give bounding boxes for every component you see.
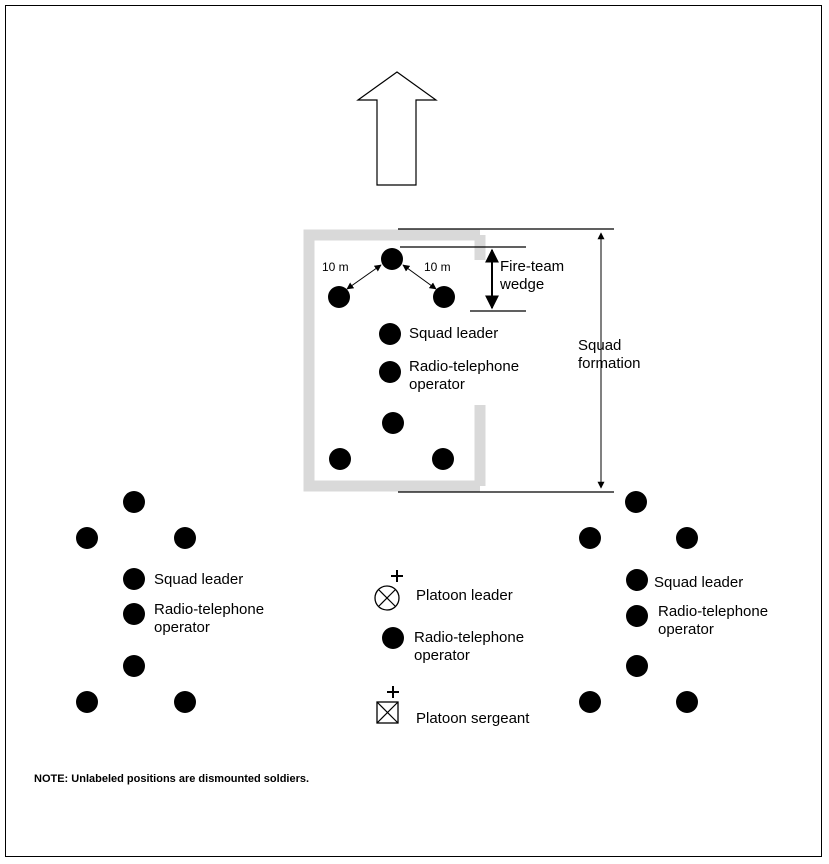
platoon-leader-icon (374, 570, 403, 611)
soldier (76, 527, 98, 549)
soldier (579, 527, 601, 549)
platoon-sergeant-label: Platoon sergeant (416, 710, 530, 727)
platoon-leader-label: Platoon leader (416, 587, 513, 604)
soldier (76, 691, 98, 713)
soldier (432, 448, 454, 470)
soldier (174, 527, 196, 549)
rto-top (379, 361, 401, 383)
fireteam-wedge-label: Fire-team wedge (500, 258, 565, 293)
distance-arrow-right (402, 264, 437, 290)
rto-right (626, 605, 648, 627)
rto-label-right: Radio-telephone operator (658, 603, 769, 638)
rto-center (382, 627, 404, 649)
distance-label-left: 10 m (322, 260, 349, 274)
soldier (676, 691, 698, 713)
rto-label-top: Radio-telephone operator (409, 358, 520, 393)
distance-arrow-left (346, 264, 382, 290)
soldier (123, 655, 145, 677)
soldier (329, 448, 351, 470)
soldier (676, 527, 698, 549)
rto-label-left: Radio-telephone operator (154, 601, 265, 636)
soldier (123, 491, 145, 513)
soldier (328, 286, 350, 308)
soldier (626, 655, 648, 677)
rto-left (123, 603, 145, 625)
soldier (381, 248, 403, 270)
squad-leader-top (379, 323, 401, 345)
soldier (382, 412, 404, 434)
platoon-sergeant-icon (376, 686, 399, 724)
soldier (625, 491, 647, 513)
squad-leader-label-right: Squad leader (654, 574, 744, 591)
soldier (174, 691, 196, 713)
squad-leader-right (626, 569, 648, 591)
soldier (433, 286, 455, 308)
squad-leader-left (123, 568, 145, 590)
diagram-note: NOTE: Unlabeled positions are dismounted… (34, 773, 310, 785)
soldier (579, 691, 601, 713)
direction-arrow-icon (356, 71, 438, 186)
diagram-frame (5, 5, 822, 857)
squad-leader-label-top: Squad leader (409, 325, 499, 342)
squad-leader-label-left: Squad leader (154, 571, 244, 588)
distance-label-right: 10 m (424, 260, 451, 274)
squad-formation-label: Squad formation (578, 337, 641, 372)
rto-label-center: Radio-telephone operator (414, 629, 525, 664)
